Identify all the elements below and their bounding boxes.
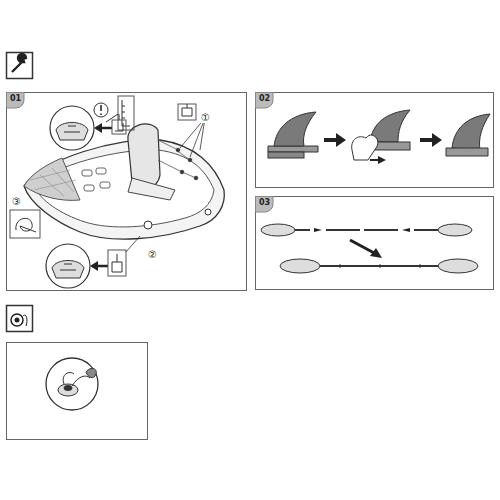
panel-tab (256, 93, 274, 109)
foot-pad (96, 168, 106, 174)
fin (452, 114, 490, 150)
zoom-detail (46, 244, 90, 288)
wrench-icon (12, 54, 26, 72)
arrow (350, 240, 376, 254)
zoom-detail (50, 106, 94, 150)
valve (58, 384, 78, 396)
paddle-shaft (295, 229, 310, 231)
paddle-blade (280, 259, 320, 273)
d-ring (188, 158, 192, 162)
fin-slot (268, 152, 304, 158)
panel-number: 03 (259, 199, 270, 207)
hand (352, 135, 378, 160)
detail-box (10, 210, 40, 238)
foot-pad (84, 185, 94, 191)
callout-number: ② (147, 250, 158, 260)
valve-tether (63, 372, 90, 386)
leader-line (180, 118, 205, 157)
fin-box (56, 123, 88, 141)
detail-box (108, 250, 126, 276)
arrow-head (314, 228, 322, 232)
panel (7, 343, 148, 440)
valve-cap (86, 368, 96, 377)
valve-tether (23, 315, 27, 326)
warning-icon (94, 103, 108, 117)
panel-number: 01 (10, 95, 21, 103)
paddle-blade (438, 259, 478, 273)
fin-box (446, 148, 488, 156)
panel-tab (256, 197, 274, 213)
foot-pad (82, 170, 92, 176)
callout-number: ③ (11, 197, 22, 207)
pattern-lines (30, 168, 76, 196)
panel (256, 197, 494, 290)
arrow-head (370, 248, 382, 258)
kayak-hull (24, 140, 224, 240)
paddle-shaft (326, 229, 398, 231)
valve-icon (11, 314, 23, 326)
fin-box (52, 261, 84, 279)
seat-base (128, 178, 175, 200)
arrow-head (90, 261, 98, 271)
valve (205, 209, 211, 215)
arrow-head (402, 228, 410, 232)
icon-frame (7, 306, 33, 332)
arrow-head (336, 133, 346, 147)
foot-pad (100, 182, 110, 188)
detail-box (112, 120, 126, 134)
seat-strap (158, 140, 196, 178)
fin-box-slot (60, 264, 76, 270)
leader-line (126, 236, 140, 252)
paddle-shaft (414, 229, 438, 231)
zoom-detail (46, 358, 98, 410)
callout-number: ① (200, 113, 211, 123)
panel (256, 93, 494, 188)
fin-base (268, 146, 318, 152)
seat-clip (182, 104, 192, 116)
valve (64, 386, 72, 391)
shaft-joint (340, 264, 420, 268)
valve (144, 221, 152, 229)
arrow (324, 138, 338, 142)
rope (16, 218, 36, 232)
detail-box (178, 104, 196, 120)
arrow-head (378, 156, 386, 164)
icon-frame (7, 53, 33, 79)
arrow-head (94, 123, 102, 133)
valve-part (112, 254, 122, 272)
d-ring (194, 176, 198, 180)
bow-pattern (24, 158, 80, 200)
arrow-head (432, 133, 442, 147)
d-ring (176, 148, 180, 152)
panel-number: 02 (259, 95, 270, 103)
panel (7, 93, 247, 291)
panel-tab (7, 93, 25, 109)
fin-box-slot (64, 126, 80, 132)
paddle-blade (438, 224, 472, 236)
paddle-blade (261, 224, 295, 236)
paddle-shaft (320, 265, 440, 267)
warning-mark (100, 105, 102, 115)
valve-icon (15, 318, 20, 323)
valve-part (115, 114, 123, 131)
d-ring (180, 170, 184, 174)
arrow (420, 138, 434, 142)
fin (274, 112, 316, 146)
